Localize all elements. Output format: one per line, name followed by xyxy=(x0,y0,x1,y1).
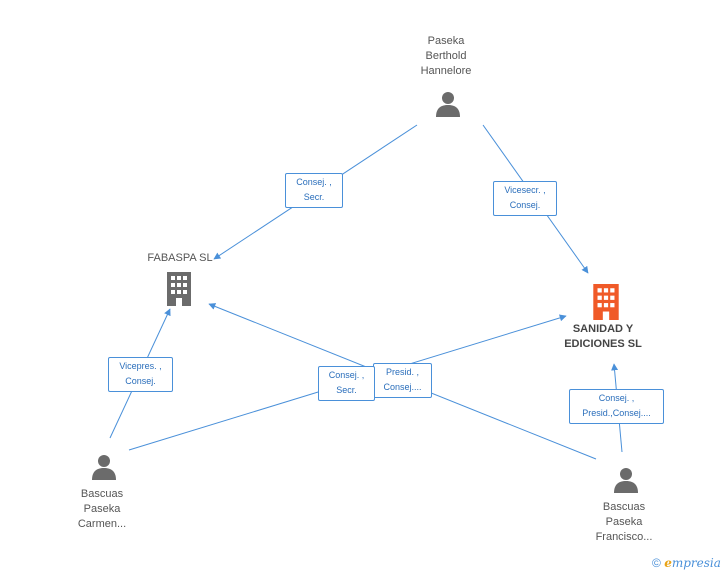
node-label-bascuas-francisco[interactable]: Bascuas Paseka Francisco... xyxy=(595,501,653,543)
person-icon[interactable] xyxy=(90,453,118,481)
brand-logo: empresia xyxy=(664,556,721,570)
edge-label-francisco-fabaspa[interactable]: Consej. , Secr. xyxy=(318,366,375,401)
edge-label-francisco-sanidad[interactable]: Consej. , Presid.,Consej.... xyxy=(569,389,664,424)
person-icon[interactable] xyxy=(434,90,462,118)
edge-label-carmen-sanidad[interactable]: Presid. , Consej.... xyxy=(373,363,432,398)
person-icon[interactable] xyxy=(612,466,640,494)
building-icon[interactable] xyxy=(590,284,622,320)
node-label-sanidad[interactable]: SANIDAD Y EDICIONES SL xyxy=(564,323,642,350)
footer-brand: © empresia xyxy=(652,556,721,570)
building-icon[interactable] xyxy=(164,272,194,306)
node-label-bascuas-carmen[interactable]: Bascuas Paseka Carmen... xyxy=(77,488,127,530)
edge-label-carmen-fabaspa[interactable]: Vicepres. , Consej. xyxy=(108,357,173,392)
copyright-symbol: © xyxy=(652,556,661,570)
edge-label-berthold-fabaspa[interactable]: Consej. , Secr. xyxy=(285,173,343,208)
node-label-paseka-berthold[interactable]: Paseka Berthold Hannelore xyxy=(420,35,472,77)
edge-label-berthold-sanidad[interactable]: Vicesecr. , Consej. xyxy=(493,181,557,216)
node-label-fabaspa[interactable]: FABASPA SL xyxy=(147,252,213,264)
